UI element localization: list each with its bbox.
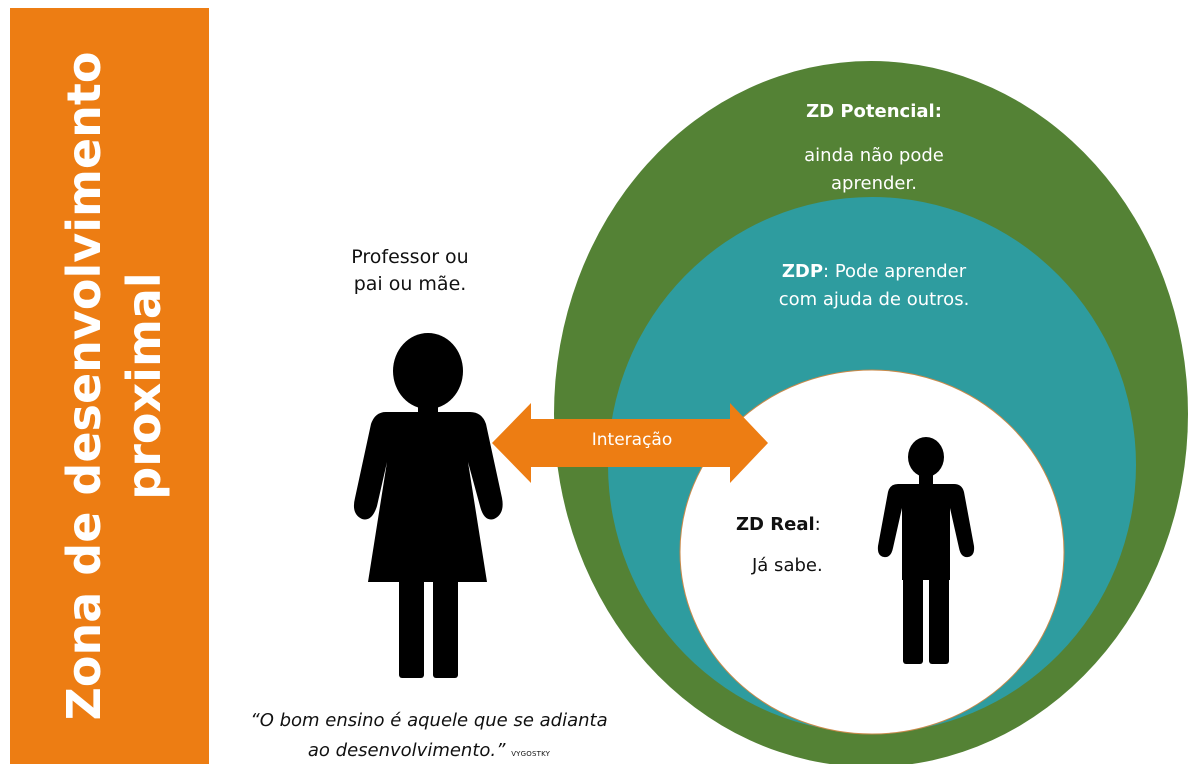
quote-author: VYGOSTKY — [511, 750, 551, 758]
zd-potential-line1: ainda não pode — [804, 145, 944, 166]
zdp-line2: com ajuda de outros. — [778, 289, 970, 310]
zdp-line1-rest: : Pode aprender — [823, 261, 967, 282]
interaction-label: Interação — [591, 430, 673, 450]
quote-line2-wrap: ao desenvolvimento.” VYGOSTKY — [226, 736, 632, 769]
double-arrow-icon — [492, 403, 768, 483]
sidebar-banner: Zona de desenvolvimento proximal — [10, 8, 209, 764]
child-silhouette-icon — [877, 437, 975, 664]
quote: “O bom ensino é aquele que se adianta ao… — [226, 706, 632, 769]
zd-real-text: Já sabe. — [752, 555, 823, 576]
adult-caption: Professor ou pai ou mãe. — [320, 244, 500, 298]
zd-potential-text: ainda não pode aprender. — [752, 142, 996, 198]
zdp-text: ZDP: Pode aprender com ajuda de outros. — [742, 258, 1006, 314]
adult-caption-line2: pai ou mãe. — [353, 273, 467, 295]
zd-potential-line2: aprender. — [831, 173, 917, 194]
quote-line1: “O bom ensino é aquele que se adianta — [250, 710, 608, 731]
zdp-line1: ZDP: Pode aprender — [742, 258, 1006, 286]
zd-real-circle — [679, 369, 1065, 735]
zdp-title: ZDP — [781, 261, 824, 282]
quote-line2: ao desenvolvimento.” — [307, 740, 506, 761]
adult-caption-line1: Professor ou — [351, 246, 469, 268]
zd-real-title-suffix: : — [814, 514, 821, 535]
woman-silhouette-icon — [353, 333, 503, 678]
zd-real-title: ZD Real — [736, 514, 815, 535]
zd-real-heading: ZD Real: — [736, 514, 821, 535]
zd-potential-title: ZD Potencial: — [806, 101, 942, 122]
